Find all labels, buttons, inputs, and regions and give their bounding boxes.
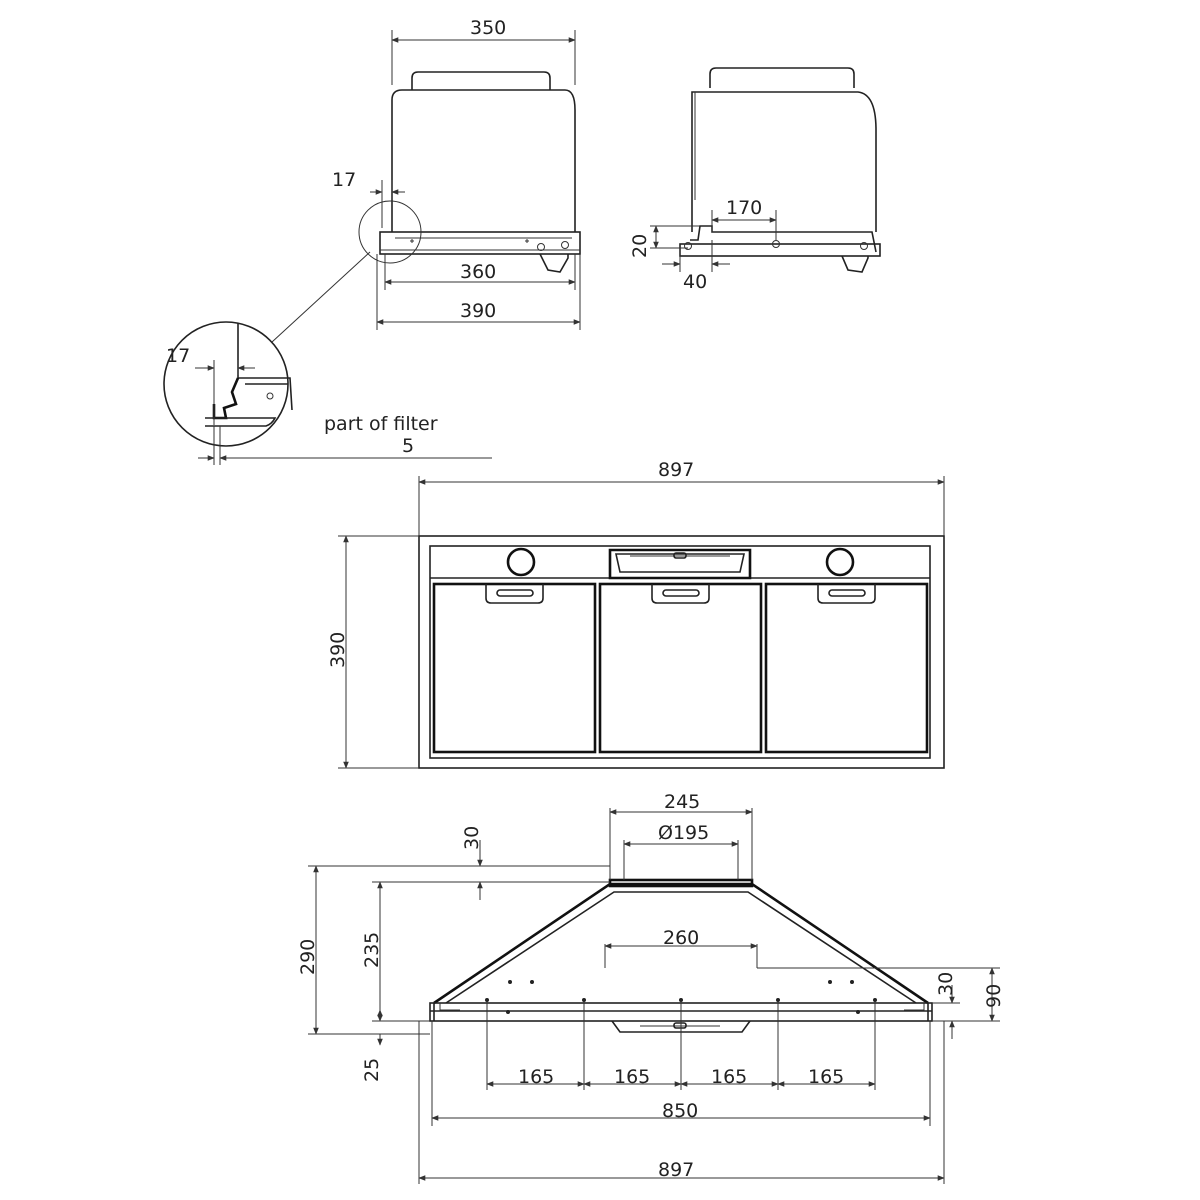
dim-side-step: 30 xyxy=(935,972,957,996)
side-right-top-cap xyxy=(709,67,855,88)
dim-side-depth: 40 xyxy=(683,271,707,293)
detail-callout-circle xyxy=(358,200,422,264)
dim-detail-offset: 17 xyxy=(166,345,190,367)
filter-note: part of filter xyxy=(324,413,438,435)
front-view: 245 Ø195 30 290 235 25 260 xyxy=(297,791,1005,1184)
side-right-clip xyxy=(841,255,869,273)
detail-leader-line xyxy=(271,251,371,343)
filter-panel-3 xyxy=(764,582,929,754)
side-right-body xyxy=(691,91,877,232)
hood-canopy xyxy=(433,882,929,1005)
bottom-outer-frame xyxy=(418,535,945,769)
light-left xyxy=(506,547,536,577)
bottom-view: 897 390 xyxy=(327,459,945,769)
dim-side-height-right: 90 xyxy=(983,984,1005,1008)
dim-spacing-4: 165 xyxy=(808,1066,844,1088)
dim-inner-width: 850 xyxy=(662,1100,698,1122)
hood-collar xyxy=(608,878,754,888)
side-left-top-cap xyxy=(411,71,551,90)
side-view-left: 350 17 360 390 xyxy=(332,17,581,330)
dim-bottom-depth: 390 xyxy=(327,632,349,668)
side-left-base xyxy=(379,231,581,255)
dim-spacing-2: 165 xyxy=(614,1066,650,1088)
filter-panel-2 xyxy=(598,582,763,754)
dim-outlet-width: 245 xyxy=(664,791,700,813)
light-right xyxy=(825,547,855,577)
dim-side-offset: 17 xyxy=(332,169,356,191)
control-panel xyxy=(608,548,752,580)
filter-panel-1 xyxy=(432,582,597,754)
dim-side-height: 20 xyxy=(629,234,651,258)
dim-base-height: 25 xyxy=(361,1058,383,1082)
dim-side-width-top: 350 xyxy=(470,17,506,39)
dim-outlet-diameter: Ø195 xyxy=(658,822,709,844)
side-left-body xyxy=(391,89,576,232)
dim-mount-distance: 260 xyxy=(663,927,699,949)
dim-side-inner-width: 360 xyxy=(460,261,496,283)
dim-spacing-3: 165 xyxy=(711,1066,747,1088)
dim-bottom-width: 897 xyxy=(658,459,694,481)
bottom-inner-frame xyxy=(429,545,931,759)
dim-overall-width: 897 xyxy=(658,1159,694,1181)
dim-body-height: 235 xyxy=(361,932,383,968)
side-right-base xyxy=(679,243,881,257)
side-view-right: 170 20 40 xyxy=(629,67,881,293)
detail-view: 17 part of filter 5 xyxy=(163,321,492,465)
dim-spacing-1: 165 xyxy=(518,1066,554,1088)
filter-value: 5 xyxy=(402,435,414,457)
dim-collar-height: 30 xyxy=(461,826,483,850)
dim-hole-distance: 170 xyxy=(726,197,762,219)
dim-total-height: 290 xyxy=(297,939,319,975)
dim-side-outer-width: 390 xyxy=(460,300,496,322)
side-left-clip xyxy=(539,253,569,273)
